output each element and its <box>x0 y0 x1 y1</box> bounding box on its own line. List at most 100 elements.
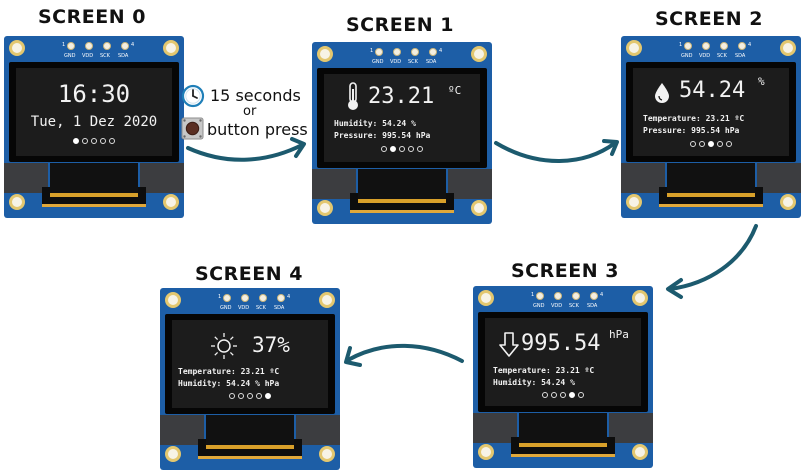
page-dot <box>390 146 396 152</box>
display-screen: 995.54 hPa Temperature: 23.21 ºC Humidit… <box>485 318 641 406</box>
pin-header: 1 4 GND VDD SCK SDA <box>529 290 609 314</box>
pin-number: 1 <box>218 294 222 300</box>
pin-number: 1 <box>679 42 683 48</box>
secondary-line-1: Temperature: 23.21 ºC <box>178 367 280 376</box>
pin-header: 1 4 GND VDD SCK SDA <box>60 40 140 64</box>
flex-connector <box>448 169 492 199</box>
pin-sda <box>429 48 437 56</box>
pin-label: SDA <box>587 303 598 309</box>
pin-sda <box>277 294 285 302</box>
primary-unit: ºC <box>448 84 462 97</box>
mount-hole <box>317 200 333 216</box>
pin-vdd <box>554 292 562 300</box>
page-dot <box>551 392 557 398</box>
primary-unit: % <box>758 75 765 88</box>
secondary-line-2: Humidity: 54.24 % <box>493 378 575 387</box>
pin-label: GND <box>372 59 384 65</box>
pin-sck <box>259 294 267 302</box>
display-screen: 16:30 Tue, 1 Dez 2020 <box>16 68 172 156</box>
page-dot <box>91 138 97 144</box>
mount-hole <box>478 444 494 460</box>
pin-label: GND <box>64 53 76 59</box>
screen-2-title: SCREEN 2 <box>655 8 763 30</box>
secondary-line-1: Humidity: 54.24 % <box>334 119 416 128</box>
oled-module-4: 1 4 GND VDD SCK SDA 37% Temperature: 23.… <box>160 288 340 470</box>
mount-hole <box>9 194 25 210</box>
clock-time: 16:30 <box>57 80 131 108</box>
oled-module-1: 1 4 GND VDD SCK SDA 23.21 ºC Humidity: 5… <box>312 42 492 224</box>
display-screen: 37% Temperature: 23.21 ºC Humidity: 54.2… <box>172 320 328 408</box>
pin-number: 4 <box>439 48 443 54</box>
pin-sda <box>121 42 129 50</box>
pin-label: VDD <box>238 305 250 311</box>
ribbon-cable <box>50 163 138 197</box>
page-dot <box>717 141 723 147</box>
mount-hole <box>780 194 796 210</box>
mount-hole <box>626 194 642 210</box>
flex-connector <box>140 163 184 193</box>
pin-label: GND <box>533 303 545 309</box>
pin-label: SCK <box>256 305 266 311</box>
mount-hole <box>319 292 335 308</box>
pin-number: 4 <box>287 294 291 300</box>
pin-gnd <box>536 292 544 300</box>
pin-gnd <box>223 294 231 302</box>
pin-label: SCK <box>100 53 110 59</box>
page-dot <box>542 392 548 398</box>
arrow-1-to-2-head <box>602 139 619 156</box>
mount-hole <box>471 200 487 216</box>
flex-connector <box>621 163 665 193</box>
pin-label: VDD <box>699 53 711 59</box>
pin-label: GND <box>220 305 232 311</box>
pin-label: SCK <box>569 303 579 309</box>
page-dot <box>381 146 387 152</box>
secondary-line-1: Temperature: 23.21 ºC <box>643 114 745 123</box>
mount-hole <box>478 290 494 306</box>
flex-connector <box>609 413 653 443</box>
oled-module-3: 1 4 GND VDD SCK SDA 995.54 hPa Temperatu… <box>473 286 653 468</box>
pin-sda <box>590 292 598 300</box>
page-indicator <box>485 392 641 398</box>
thermometer-icon <box>348 82 358 110</box>
oled-module-0: 1 4 GND VDD SCK SDA 16:30 Tue, 1 Dez 202… <box>4 36 184 218</box>
clock-icon <box>181 84 205 108</box>
pin-vdd <box>702 42 710 50</box>
clock-date: Tue, 1 Dez 2020 <box>30 114 158 130</box>
pin-label: VDD <box>82 53 94 59</box>
sun-icon <box>211 333 237 359</box>
arrow-0-to-1-head <box>290 137 306 158</box>
screen-1-title: SCREEN 1 <box>346 14 454 36</box>
page-dot <box>82 138 88 144</box>
pin-number: 1 <box>370 48 374 54</box>
pin-label: SDA <box>118 53 129 59</box>
mount-hole <box>163 40 179 56</box>
page-dot <box>408 146 414 152</box>
page-dot <box>690 141 696 147</box>
pin-number: 1 <box>62 42 66 48</box>
secondary-line-2: Humidity: 54.24 % hPa <box>178 379 280 388</box>
flex-connector <box>296 415 340 445</box>
pin-label: VDD <box>551 303 563 309</box>
pin-header: 1 4 GND VDD SCK SDA <box>677 40 757 64</box>
display-bezel: 23.21 ºC Humidity: 54.24 % Pressure: 995… <box>317 68 487 168</box>
pin-label: SDA <box>735 53 746 59</box>
flex-connector <box>757 163 801 193</box>
screen-0-title: SCREEN 0 <box>38 6 146 28</box>
screen-3-title: SCREEN 3 <box>511 260 619 282</box>
page-dot <box>109 138 115 144</box>
flex-connector <box>312 169 356 199</box>
pin-sck <box>103 42 111 50</box>
transition-or: or <box>243 104 257 119</box>
pin-label: SDA <box>274 305 285 311</box>
display-screen: 23.21 ºC Humidity: 54.24 % Pressure: 995… <box>324 74 480 162</box>
mount-hole <box>780 40 796 56</box>
page-dot <box>417 146 423 152</box>
pin-vdd <box>85 42 93 50</box>
primary-value: 23.21 <box>368 84 435 109</box>
page-dot <box>100 138 106 144</box>
pin-label: VDD <box>390 59 402 65</box>
pin-number: 4 <box>131 42 135 48</box>
page-dot <box>399 146 405 152</box>
page-dot <box>229 393 235 399</box>
